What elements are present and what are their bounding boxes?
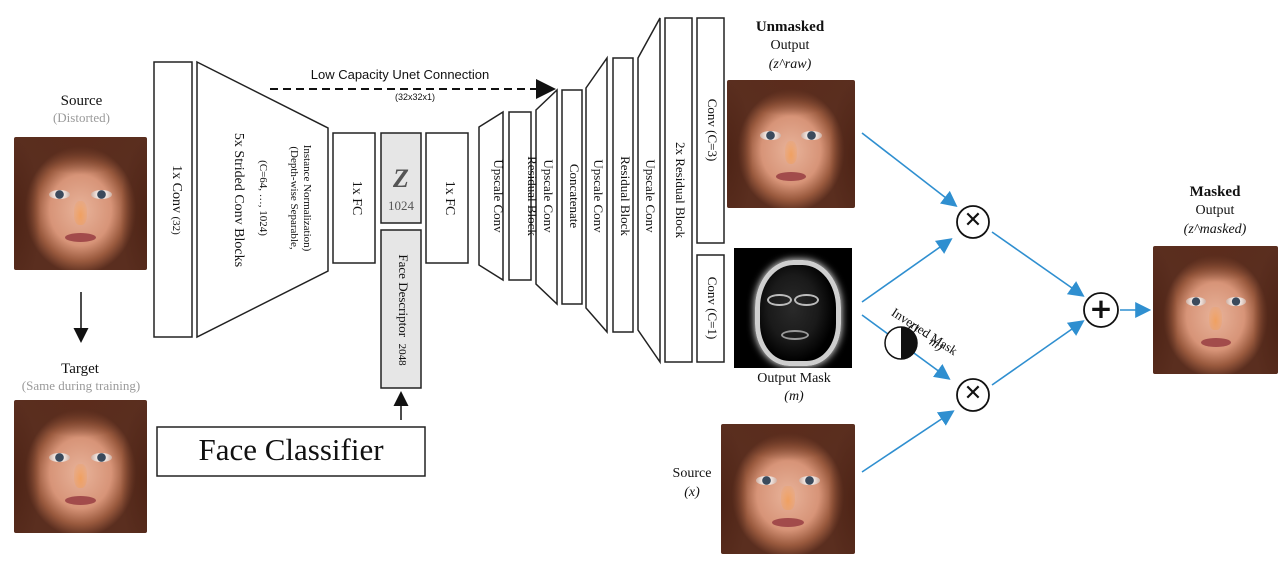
target-left-subtitle: (Same during training) (21, 378, 141, 393)
multiply-top-glyph: ✕ (963, 208, 983, 233)
conv1-box (153, 61, 193, 338)
multiply2-to-add-arrow (991, 320, 1085, 386)
multiply1-to-add-arrow (991, 231, 1085, 297)
face-classifier-label: Face Classifier (198, 432, 384, 467)
upscale1-label: Upscale Conv (491, 159, 506, 233)
source-right-image (721, 424, 855, 554)
unet-size: (32x32x1) (394, 92, 436, 102)
strided-label: 5x Strided Conv Blocks (231, 132, 246, 268)
source-left-title: Source (60, 93, 103, 109)
residual2-label: Residual Block (618, 156, 633, 236)
source-left-subtitle: (Distorted) (52, 110, 111, 125)
residual1-box (508, 111, 532, 281)
unet-label: Low Capacity Unet Connection (310, 67, 490, 82)
conv-c3-box (696, 17, 725, 244)
fc2-box (425, 132, 469, 264)
output-mask-symbol: (m) (784, 389, 804, 404)
target-image (14, 400, 147, 533)
conv1-label: 1x Conv (32) (169, 165, 184, 235)
target-left-title: Target (61, 361, 99, 377)
invert-icon (884, 326, 918, 360)
fc2-label: 1x FC (442, 180, 457, 216)
strided-conv-trapezoid (196, 60, 329, 339)
upscale4-label: Upscale Conv (643, 159, 658, 233)
conv-c1-label: Conv (C=1) (705, 276, 720, 340)
z-box (380, 132, 422, 224)
upscale1-trapezoid (478, 110, 504, 282)
strided-size: (C=64, …, 1024) (257, 160, 269, 236)
output-mask-title: Output Mask (757, 371, 831, 386)
multiply-bottom-glyph: ✕ (963, 381, 983, 406)
residual3-box (664, 17, 693, 363)
unmasked-title: Unmasked (755, 19, 825, 35)
face-classifier-box (156, 426, 426, 477)
unmasked-output-image (727, 80, 855, 208)
fc1-box (332, 132, 376, 264)
unmasked-symbol: (z^raw) (768, 57, 812, 72)
source-right-symbol: (x) (684, 485, 700, 500)
add-node (1083, 292, 1119, 328)
source-to-multiply-arrow (861, 410, 955, 473)
conv-c3-label: Conv (C=3) (705, 98, 720, 162)
face-descriptor-box (380, 229, 422, 389)
source-distorted-image (14, 137, 147, 270)
residual2-box (612, 57, 634, 333)
multiply-node-top (956, 205, 990, 239)
upscale4-trapezoid (637, 17, 661, 365)
masked-output-image (1153, 246, 1278, 374)
unmasked-sub: Output (770, 38, 810, 53)
masked-sub: Output (1195, 203, 1235, 218)
concat-box (561, 89, 583, 305)
face-descriptor-label: Face Descriptor 2048 (396, 254, 411, 366)
strided-note2: Instance Normalization) (301, 144, 313, 252)
upscale3-trapezoid (585, 55, 608, 334)
z-symbol: Z (393, 164, 409, 193)
mask-to-multiply-arrow (861, 238, 953, 303)
residual3-label: 2x Residual Block (673, 141, 688, 239)
z-size: 1024 (388, 198, 414, 213)
masked-title: Masked (1189, 184, 1241, 200)
concat-label: Concatenate (567, 163, 582, 229)
raw-to-multiply-arrow (861, 132, 958, 207)
masked-symbol: (z^masked) (1183, 222, 1247, 237)
upscale3-label: Upscale Conv (591, 159, 606, 233)
multiply-node-bottom (956, 378, 990, 412)
fc1-label: 1x FC (349, 180, 364, 216)
source-right-title: Source (672, 466, 712, 481)
output-mask-image (734, 248, 852, 368)
conv-c1-box (696, 254, 725, 363)
add-glyph: + (1089, 292, 1113, 325)
upscale2-label: Upscale Conv (541, 159, 556, 233)
